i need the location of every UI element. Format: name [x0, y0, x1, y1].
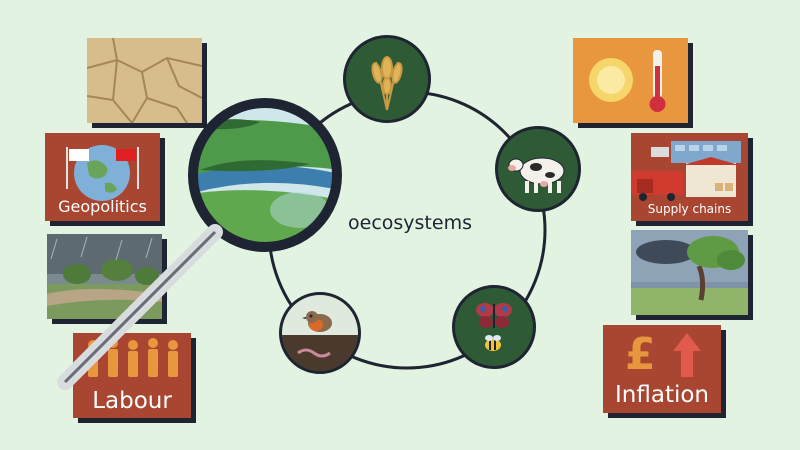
supply-chains-card: Supply chains — [631, 133, 748, 221]
soil-node — [279, 292, 361, 374]
pollinators-node — [452, 285, 536, 369]
geopolitics-label: Geopolitics — [58, 197, 147, 216]
robin-worm-icon — [282, 295, 358, 371]
labour-card: Labour — [73, 333, 191, 418]
warehouse-truck-icon — [631, 141, 741, 201]
butterfly-bee-icon — [476, 303, 512, 351]
cow-icon — [508, 157, 565, 193]
pound-icon: £ — [625, 329, 656, 380]
wind-card — [631, 230, 748, 315]
inflation-card: £ Inflation — [603, 325, 721, 413]
globe-flags-icon — [66, 145, 139, 201]
cracked-earth-icon — [87, 38, 202, 123]
up-arrow-icon — [673, 333, 701, 377]
inflation-label: Inflation — [615, 382, 709, 408]
ecosystems-label: oecosystems — [348, 212, 472, 234]
labour-label: Labour — [92, 388, 172, 414]
cow-node — [495, 126, 581, 212]
sun-thermometer-icon — [589, 50, 666, 112]
storm-card — [47, 234, 162, 319]
wheat-icon — [371, 56, 403, 111]
windswept-tree-icon — [631, 230, 748, 315]
wheat-node — [343, 35, 431, 123]
storm-trees-icon — [47, 234, 162, 319]
drought-card — [87, 38, 202, 123]
supply-chains-label: Supply chains — [647, 202, 732, 216]
heat-card — [573, 38, 688, 123]
geopolitics-card: Geopolitics — [45, 133, 160, 221]
